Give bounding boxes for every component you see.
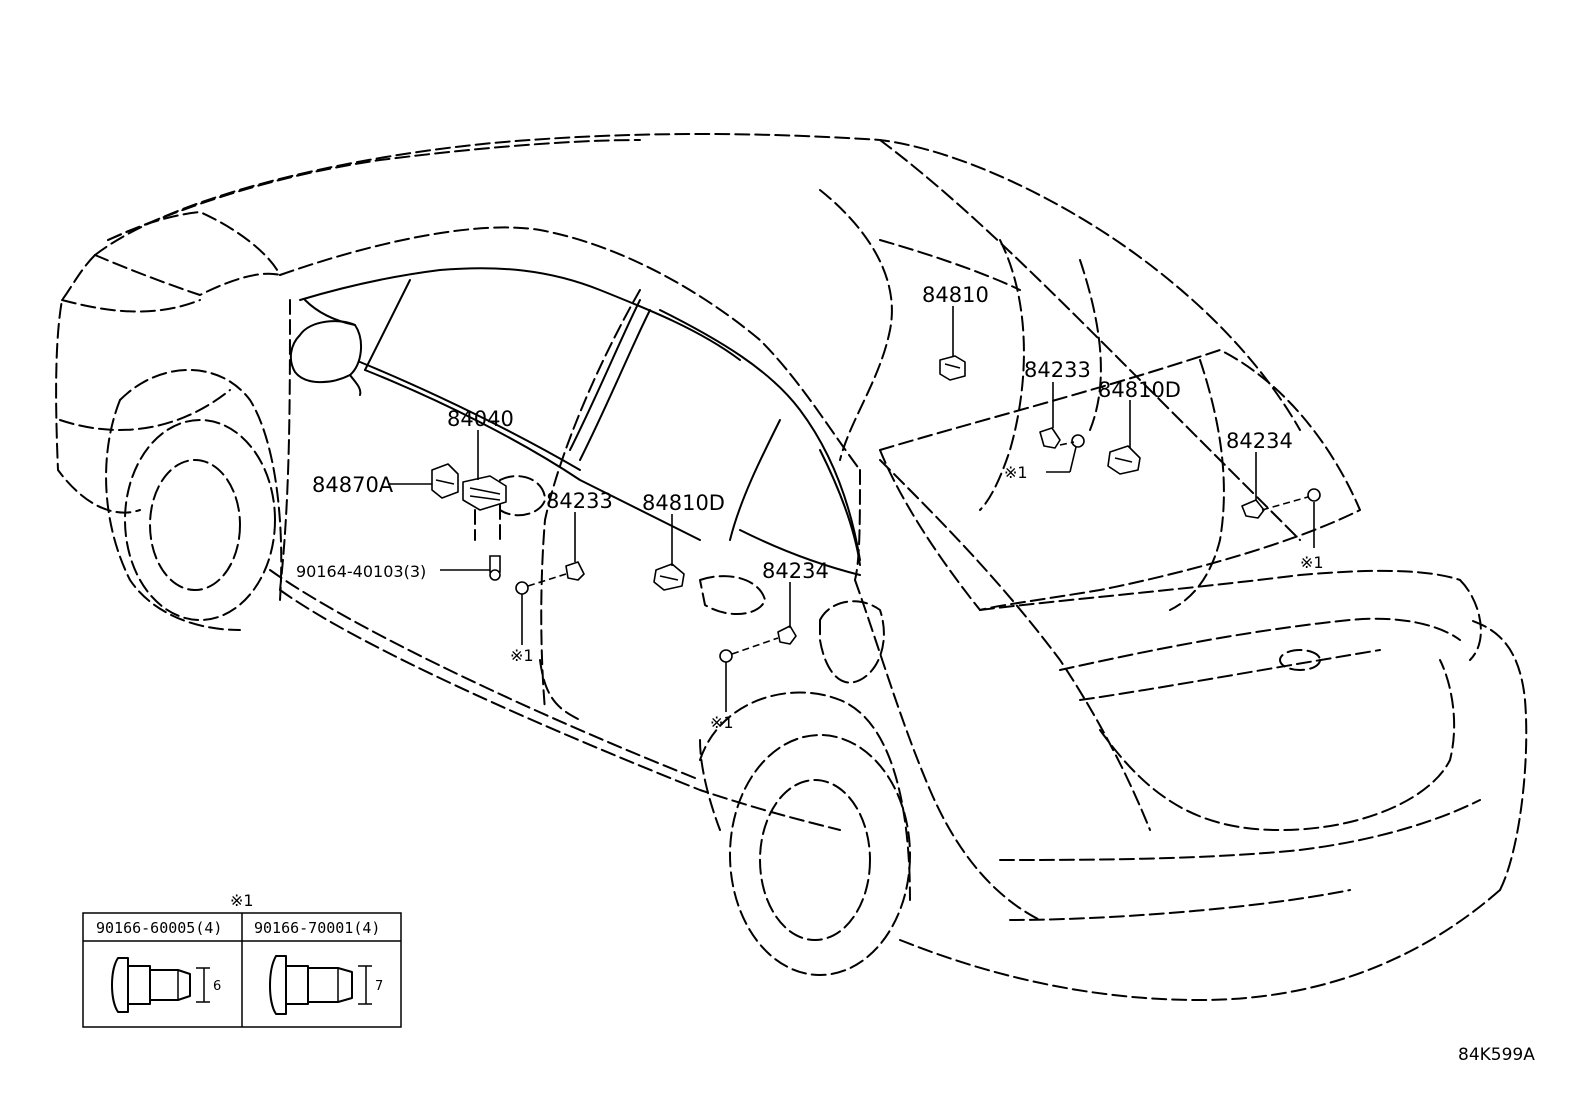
- callout-84234-front: 84234: [762, 559, 829, 583]
- part-84810D-front-sensor: [653, 563, 685, 591]
- leader-lines: [388, 306, 1315, 712]
- table-header-col2: 90166-70001(4): [254, 919, 380, 937]
- part-84233-front-switch: [565, 561, 585, 581]
- part-84870A-connector: [431, 463, 459, 499]
- part-84234-rear-switch: [1241, 499, 1265, 519]
- part-84810-roof-sensor: [939, 355, 966, 381]
- part-84234-front-switch: [777, 625, 797, 645]
- part-84040-master-switch: [462, 475, 507, 541]
- note-mark-rear-left: ※1: [1004, 463, 1028, 482]
- note-mark-front-left: ※1: [510, 646, 534, 665]
- callout-labels: 84810 84233 84810D 84234 84040 84870A 84…: [296, 283, 1324, 732]
- dimension-7: 7: [375, 979, 383, 994]
- callout-90164: 90164-40103(3): [296, 562, 426, 581]
- table-title-note: ※1: [230, 891, 254, 910]
- callout-84870A: 84870A: [312, 473, 394, 497]
- callout-84233-rear: 84233: [1024, 358, 1091, 382]
- callout-84810D-front: 84810D: [642, 491, 725, 515]
- dimension-6: 6: [213, 979, 221, 994]
- note-mark-rear-right: ※1: [1300, 553, 1324, 572]
- table-header-col1: 90166-60005(4): [96, 919, 222, 937]
- car-body-outline: [55, 133, 1528, 1001]
- callout-84810D-rear: 84810D: [1098, 378, 1181, 402]
- note-mark-front-right: ※1: [710, 713, 734, 732]
- part-84233-rear-switch: [1039, 427, 1061, 449]
- clip-fastener-icon: [111, 957, 210, 1013]
- callout-84233-front: 84233: [546, 489, 613, 513]
- bolt-icon: [489, 434, 1321, 663]
- car-solid-outline: [289, 267, 861, 576]
- callout-84040: 84040: [447, 407, 514, 431]
- part-84810D-rear-sensor: [1107, 445, 1141, 475]
- diagram-reference-code: 84K599A: [1458, 1045, 1535, 1065]
- callout-84810: 84810: [922, 283, 989, 307]
- fastener-table: ※1 90166-60005(4) 90166-70001(4) 6 7: [82, 891, 402, 1028]
- clip-fastener-icon: [269, 955, 372, 1015]
- callout-84234-rear: 84234: [1226, 429, 1293, 453]
